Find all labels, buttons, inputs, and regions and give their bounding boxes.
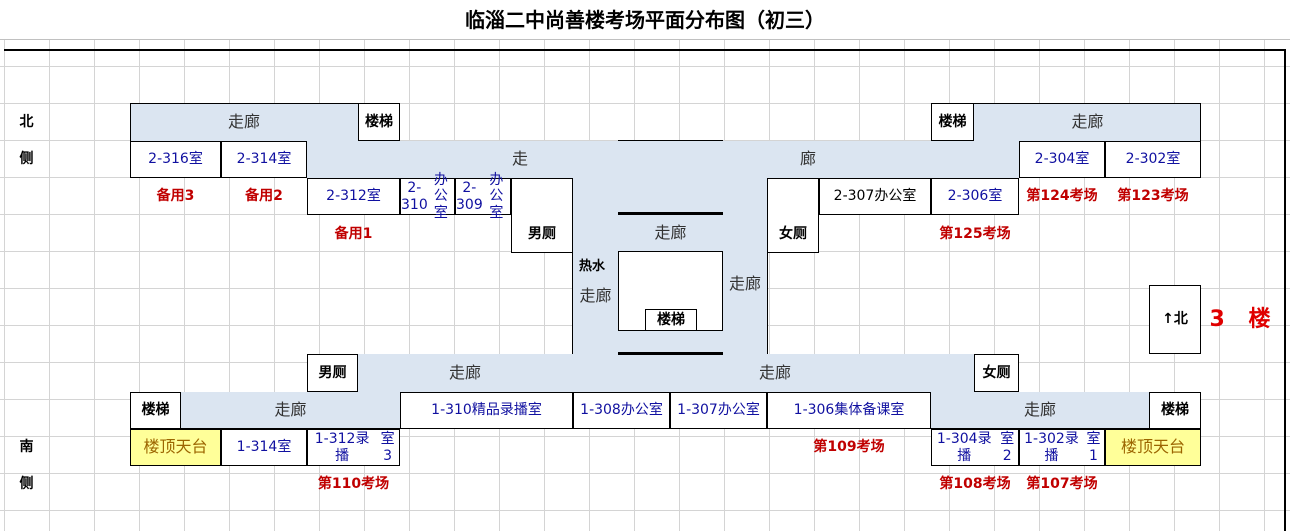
stairs-se[interactable]: 楼梯 [1149, 392, 1201, 429]
womens-room-south[interactable]: 女厕 [974, 354, 1019, 392]
room-1-308-line2: 室 [648, 402, 663, 419]
stairs-ne: 楼梯 [931, 103, 974, 141]
exam-spare3: 备用3 [156, 188, 195, 205]
central-top-edge [618, 140, 723, 141]
room-2-309[interactable]: 2-309 办公室 [455, 172, 511, 221]
corridor-label-north-2: 廊 [799, 149, 816, 169]
exam-125: 第125考场 [939, 225, 1011, 242]
exam-108: 第108考场 [939, 476, 1011, 493]
central-top-wall [618, 212, 723, 215]
corridor-label-west-vertical: 走廊 [579, 285, 612, 305]
rooftop-terrace-west: 楼顶天台 [130, 429, 221, 466]
corridor-label-north-1: 走 [511, 149, 528, 169]
east-wall [767, 253, 819, 354]
exam-110: 第110考场 [317, 476, 390, 493]
room-1-312[interactable]: 1-312录播室3 [307, 429, 400, 466]
corridor-label-nw: 走廊 [227, 111, 260, 131]
rooftop-terrace-east: 楼顶天台 [1105, 429, 1201, 466]
room-2-306[interactable]: 2-306室 [931, 178, 1019, 215]
south-side-label-2: 侧 [19, 476, 34, 493]
north-corridor-right [931, 103, 1201, 141]
north-side-label-1: 北 [19, 113, 34, 130]
womens-room-north[interactable]: 女厕 [779, 225, 807, 242]
corridor-label-east-vertical: 走廊 [728, 273, 761, 293]
mens-room-south[interactable]: 男厕 [307, 354, 358, 392]
room-1-304-line2: 室2 [1000, 431, 1015, 464]
compass-label: 北 [1173, 311, 1188, 328]
room-1-308-line1: 1-308办公 [580, 402, 649, 419]
north-compass: ↑北 [1149, 285, 1201, 354]
room-2-314[interactable]: 2-314室 [221, 141, 307, 178]
room-1-308[interactable]: 1-308办公室 [573, 392, 670, 429]
corridor-label-south-1: 走廊 [448, 362, 481, 382]
room-2-309-line2: 办公室 [489, 172, 504, 221]
room-2-307[interactable]: 2-307办公室 [819, 178, 931, 215]
exam-spare1: 备用1 [334, 225, 373, 242]
stairs-nw: 楼梯 [358, 103, 400, 141]
corridor-label-central: 走廊 [654, 223, 687, 243]
exam-109: 第109考场 [813, 439, 885, 456]
exam-spare2: 备用2 [245, 188, 283, 205]
room-1-307-line1: 1-307办公 [677, 402, 746, 419]
room-1-302[interactable]: 1-302录播室1 [1019, 429, 1105, 466]
room-2-310-line2: 办公室 [433, 172, 448, 221]
south-side-label-1: 南 [19, 439, 34, 456]
room-1-302-line1: 1-302录播 [1024, 431, 1079, 464]
room-2-310-line1: 2-310 [401, 180, 428, 213]
room-1-314[interactable]: 1-314室 [221, 429, 307, 466]
room-1-302-line2: 室1 [1086, 431, 1101, 464]
mens-room-north-block [511, 178, 573, 253]
corridor-label-ne: 走廊 [1071, 111, 1104, 131]
up-arrow-icon: ↑ [1162, 311, 1174, 328]
womens-room-north-block [767, 178, 819, 253]
room-1-312-line2: 室3 [380, 431, 395, 464]
room-2-304[interactable]: 2-304室 [1019, 141, 1105, 178]
exam-124: 第124考场 [1026, 188, 1098, 205]
central-bottom-wall [618, 352, 723, 355]
room-2-316[interactable]: 2-316室 [130, 141, 221, 178]
map-frame [4, 49, 1286, 531]
room-1-306[interactable]: 1-306集体备课室 [767, 392, 931, 429]
room-2-302[interactable]: 2-302室 [1105, 141, 1201, 178]
room-2-310[interactable]: 2-310 办公室 [400, 172, 455, 221]
north-corridor-left [130, 103, 400, 141]
room-2-312[interactable]: 2-312室 [307, 178, 400, 215]
floor-label: 3 楼 [1209, 307, 1279, 333]
south-main-corridor [307, 354, 1019, 392]
exam-107: 第107考场 [1026, 476, 1098, 493]
room-1-312-line1: 1-312录播 [314, 431, 370, 464]
stairs-sw[interactable]: 楼梯 [130, 392, 181, 429]
corridor-label-sw: 走廊 [274, 400, 307, 420]
page-title: 临淄二中尚善楼考场平面分布图（初三） [0, 0, 1290, 40]
room-1-307[interactable]: 1-307办公室 [670, 392, 767, 429]
room-1-310[interactable]: 1-310精品录播室 [400, 392, 573, 429]
corridor-label-south-2: 走廊 [758, 362, 791, 382]
room-2-309-line1: 2-309 [456, 180, 483, 213]
room-1-304[interactable]: 1-304录播室2 [931, 429, 1019, 466]
exam-123: 第123考场 [1117, 188, 1189, 205]
room-1-307-line2: 室 [745, 402, 760, 419]
north-left-outline [130, 103, 400, 141]
north-right-outline [931, 103, 1201, 141]
mens-room-north[interactable]: 男厕 [528, 225, 556, 242]
room-1-304-line1: 1-304录播 [936, 431, 992, 464]
corridor-label-se: 走廊 [1023, 400, 1056, 420]
hot-water-label: 热水 [578, 258, 605, 274]
west-wall [511, 253, 573, 354]
north-main-corridor [307, 141, 1019, 178]
stairs-central[interactable]: 楼梯 [645, 309, 697, 331]
north-side-label-2: 侧 [19, 151, 34, 168]
